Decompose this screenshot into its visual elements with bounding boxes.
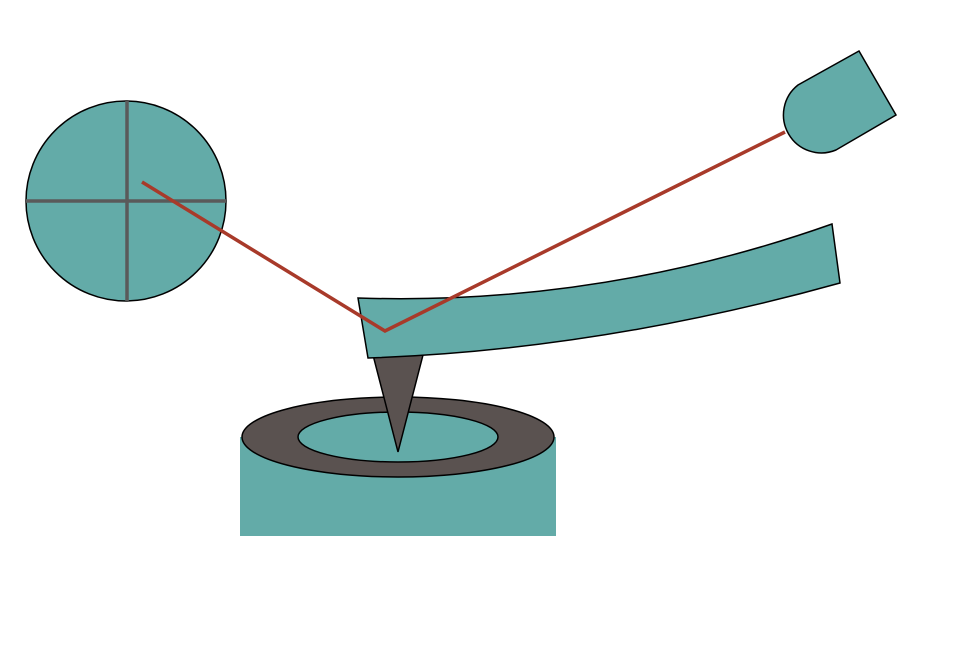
laser-source [782, 49, 898, 154]
laser-beam [141, 130, 786, 333]
photodetector [25, 100, 227, 302]
cantilever [357, 222, 841, 359]
